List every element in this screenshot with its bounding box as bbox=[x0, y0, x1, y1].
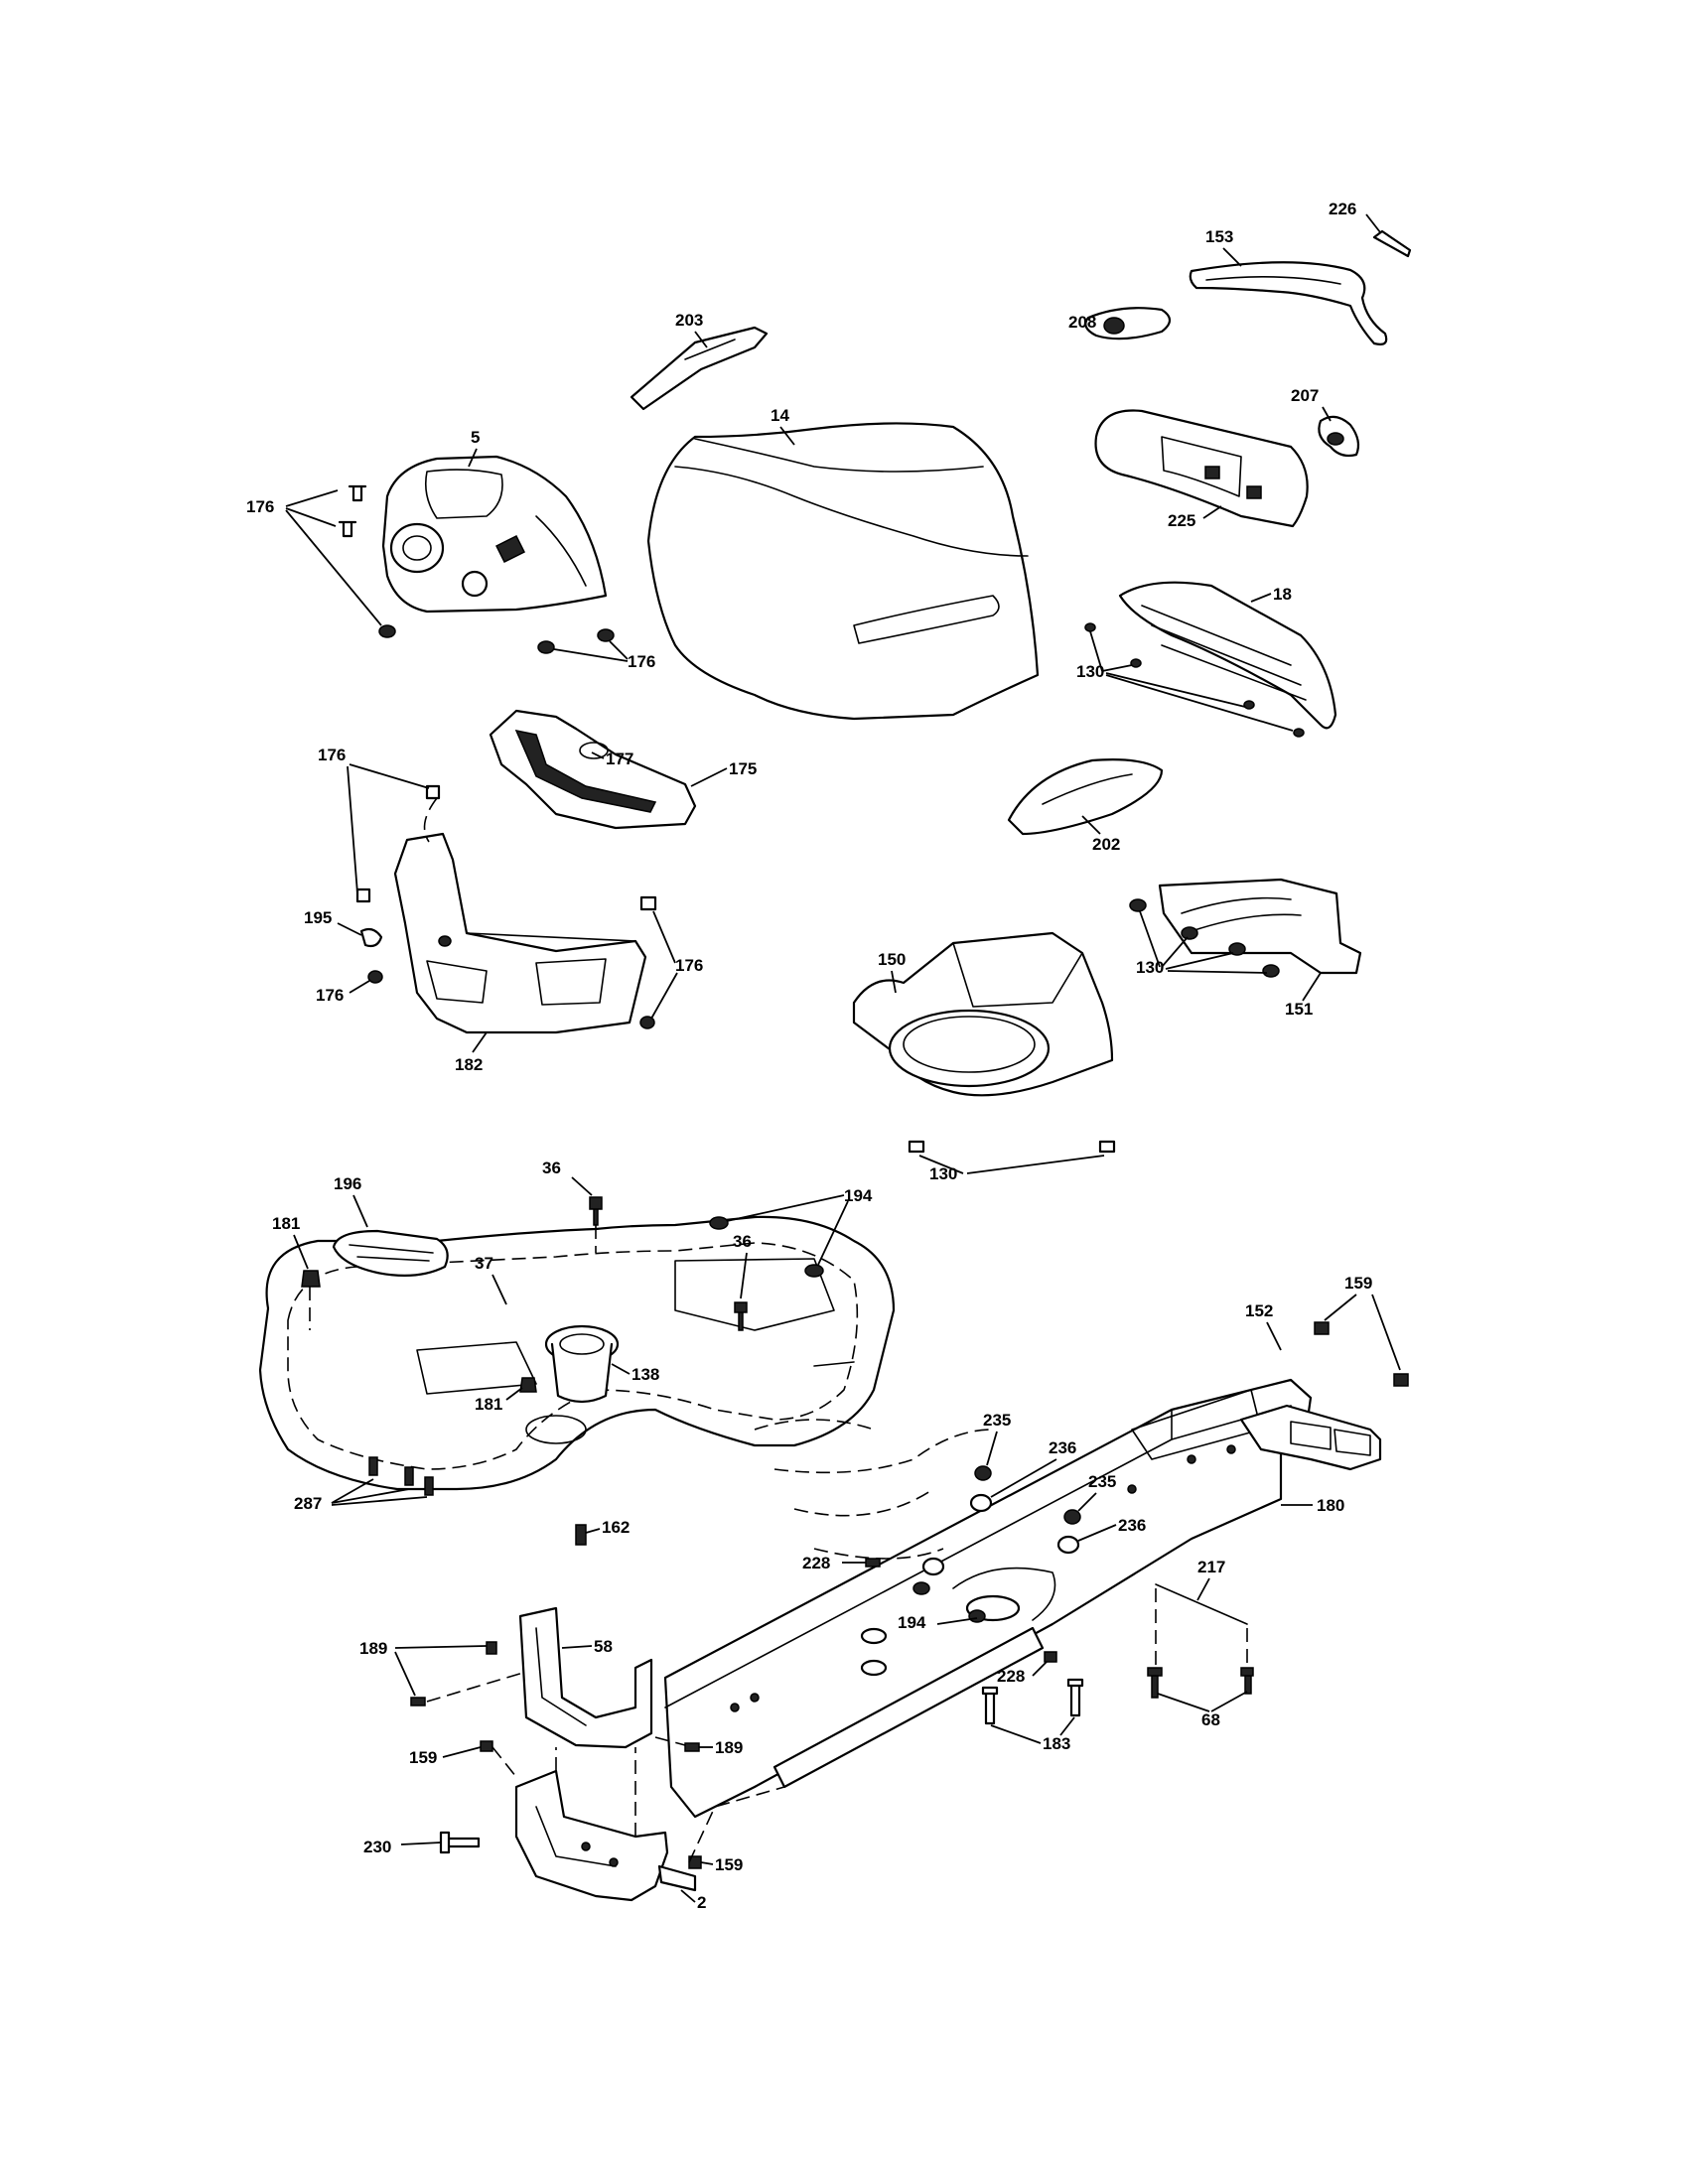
callout-194b: 194 bbox=[898, 1613, 926, 1632]
callout-159a: 159 bbox=[1344, 1274, 1372, 1293]
part-196-cover: 196 181 181 bbox=[272, 1174, 537, 1414]
callout-175: 175 bbox=[729, 759, 757, 778]
callout-162: 162 bbox=[602, 1518, 630, 1537]
callout-203: 203 bbox=[675, 311, 703, 330]
callout-176c: 176 bbox=[318, 746, 346, 764]
callout-150: 150 bbox=[878, 950, 906, 969]
part-151-bracket: 130 151 bbox=[1129, 878, 1362, 1019]
callout-5: 5 bbox=[471, 428, 480, 447]
part-180-frame: 180 bbox=[663, 1378, 1344, 1819]
callout-159b: 159 bbox=[409, 1748, 437, 1767]
part-203-trim: 203 bbox=[630, 311, 769, 411]
callout-236a: 236 bbox=[1049, 1438, 1076, 1457]
callout-207: 207 bbox=[1291, 386, 1319, 405]
part-153-trim: 153 bbox=[1189, 227, 1388, 345]
hardware-287-162: 287 162 bbox=[294, 1456, 630, 1546]
callout-176d: 176 bbox=[316, 986, 344, 1005]
hardware-217-68-183: 217 68 183 bbox=[981, 1558, 1254, 1753]
callout-2: 2 bbox=[697, 1893, 706, 1912]
callout-176a: 176 bbox=[246, 497, 274, 516]
callout-176e: 176 bbox=[675, 956, 703, 975]
callout-130a: 130 bbox=[1076, 662, 1104, 681]
callout-235a: 235 bbox=[983, 1411, 1011, 1430]
callout-152: 152 bbox=[1245, 1301, 1273, 1320]
part-226-trim: 226 bbox=[1329, 200, 1412, 258]
part-18-grille: 18 bbox=[1118, 581, 1337, 730]
callout-176b: 176 bbox=[628, 652, 655, 671]
part-182-lower-dash: 182 bbox=[393, 832, 647, 1074]
part-152-plate: 152 159 bbox=[1239, 1274, 1409, 1471]
callout-189b: 189 bbox=[715, 1738, 743, 1757]
callout-287: 287 bbox=[294, 1494, 322, 1513]
callout-130c: 130 bbox=[929, 1164, 957, 1183]
callout-189a: 189 bbox=[359, 1639, 387, 1658]
callout-36a: 36 bbox=[542, 1159, 561, 1177]
part-208-knob: 208 bbox=[1068, 307, 1172, 341]
callout-217: 217 bbox=[1197, 1558, 1225, 1576]
callout-37: 37 bbox=[475, 1254, 493, 1273]
part-14-hood: 14 bbox=[646, 406, 1040, 721]
screws-130-grille: 130 bbox=[1076, 622, 1305, 738]
hardware-159-230: 159 230 159 bbox=[363, 1740, 785, 1874]
part-202-panel: 202 bbox=[1007, 758, 1164, 854]
part-150-shroud: 150 bbox=[852, 931, 1114, 1097]
callout-228b: 228 bbox=[997, 1667, 1025, 1686]
callout-182: 182 bbox=[455, 1055, 483, 1074]
callout-202: 202 bbox=[1092, 835, 1120, 854]
part-225-panel: 225 bbox=[1094, 409, 1309, 530]
callout-138: 138 bbox=[632, 1365, 659, 1384]
callout-58: 58 bbox=[594, 1637, 613, 1656]
callout-130b: 130 bbox=[1136, 958, 1164, 977]
callout-18: 18 bbox=[1273, 585, 1292, 604]
callout-36b: 36 bbox=[733, 1232, 752, 1251]
routing-lines bbox=[754, 1419, 994, 1560]
hardware-235-236: 235 236 235 236 194 228 228 bbox=[802, 1411, 1146, 1686]
callout-151: 151 bbox=[1285, 1000, 1313, 1019]
callout-14: 14 bbox=[771, 406, 789, 425]
screws-176-lower: 176 195 176 176 bbox=[304, 746, 703, 1029]
hardware-36-194: 36 36 194 bbox=[542, 1159, 873, 1331]
callout-159c: 159 bbox=[715, 1855, 743, 1874]
callout-226: 226 bbox=[1329, 200, 1356, 218]
part-5-dash: 5 bbox=[381, 428, 608, 614]
callout-153: 153 bbox=[1205, 227, 1233, 246]
part-58-bracket: 58 189 189 bbox=[359, 1606, 743, 1757]
part-207-knob: 207 bbox=[1291, 386, 1360, 458]
callout-196: 196 bbox=[334, 1174, 361, 1193]
callout-183: 183 bbox=[1043, 1734, 1070, 1753]
callout-177: 177 bbox=[606, 750, 633, 768]
callout-194a: 194 bbox=[844, 1186, 873, 1205]
screws-176-dash: 176 176 bbox=[246, 484, 655, 671]
part-175-bracket: 177 175 bbox=[489, 709, 757, 830]
part-2-bracket: 2 bbox=[514, 1747, 706, 1912]
callout-68: 68 bbox=[1201, 1710, 1220, 1729]
callout-236b: 236 bbox=[1118, 1516, 1146, 1535]
callout-225: 225 bbox=[1168, 511, 1195, 530]
part-37-fender: 37 138 bbox=[258, 1215, 896, 1491]
screws-130-shroud: 130 bbox=[908, 1140, 1116, 1183]
callout-180: 180 bbox=[1317, 1496, 1344, 1515]
callout-181b: 181 bbox=[475, 1395, 502, 1414]
callout-230: 230 bbox=[363, 1838, 391, 1856]
callout-235b: 235 bbox=[1088, 1472, 1116, 1491]
callout-228a: 228 bbox=[802, 1554, 830, 1572]
callout-195: 195 bbox=[304, 908, 332, 927]
callout-181a: 181 bbox=[272, 1214, 300, 1233]
callout-208: 208 bbox=[1068, 313, 1096, 332]
